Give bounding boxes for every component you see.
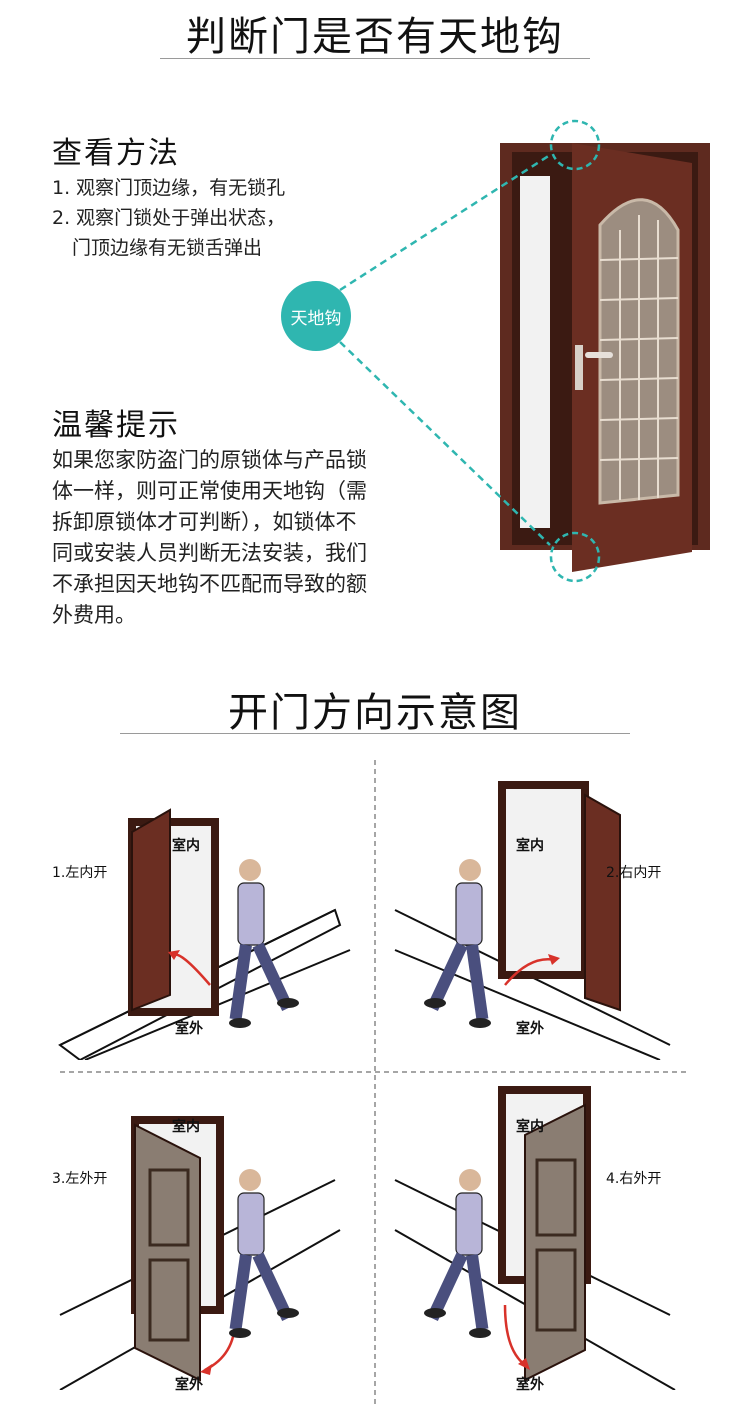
title-divider bbox=[160, 58, 590, 59]
tip-line: 外费用。 bbox=[52, 603, 136, 627]
method-heading: 查看方法 bbox=[52, 136, 180, 171]
person bbox=[424, 859, 491, 1028]
grille bbox=[599, 215, 679, 500]
top-hook-circle bbox=[549, 119, 601, 171]
tip-line: 体一样，则可正常使用天地钩（需 bbox=[52, 479, 367, 503]
outdoor-label-1: 室外 bbox=[175, 1021, 203, 1037]
section-divider bbox=[120, 733, 630, 734]
outdoor-label-3: 室外 bbox=[175, 1377, 203, 1393]
door-handle bbox=[585, 352, 613, 358]
scene-right-outward bbox=[394, 1086, 676, 1390]
step-2: 2. 观察门锁处于弹出状态， bbox=[52, 207, 286, 229]
scene-left-outward bbox=[59, 1116, 341, 1390]
label-left-outward: 3.左外开 bbox=[52, 1171, 108, 1187]
door-leaf bbox=[584, 793, 621, 1012]
tip-line: 同或安装人员判断无法安装，我们 bbox=[52, 541, 367, 565]
label-left-inward: 1.左内开 bbox=[52, 865, 108, 881]
indoor-label-1: 室内 bbox=[172, 838, 200, 854]
door-frame bbox=[498, 781, 589, 979]
tip-heading: 温馨提示 bbox=[52, 408, 180, 443]
door-opening bbox=[520, 176, 550, 528]
section-title: 开门方向示意图 bbox=[228, 690, 522, 736]
indoor-label-4: 室内 bbox=[516, 1119, 544, 1135]
indoor-label-3: 室内 bbox=[172, 1119, 200, 1135]
label-right-inward: 2.右内开 bbox=[606, 865, 662, 881]
door-leaf bbox=[524, 1103, 586, 1382]
swing-arrow bbox=[503, 1304, 526, 1366]
door-illustration bbox=[339, 119, 710, 583]
connector-top bbox=[339, 153, 551, 292]
scene-right-inward bbox=[394, 781, 671, 1060]
indoor-label-2: 室内 bbox=[516, 838, 544, 854]
tip-line: 不承担因天地钩不匹配而导致的额 bbox=[52, 572, 367, 596]
person bbox=[424, 1169, 491, 1338]
quadrant-grid bbox=[60, 760, 690, 1405]
hook-badge: 天地钩 bbox=[281, 281, 351, 351]
lock-body bbox=[575, 345, 583, 390]
door-leaf bbox=[134, 1123, 201, 1382]
label-right-outward: 4.右外开 bbox=[606, 1171, 662, 1187]
scene-left-inward bbox=[58, 808, 351, 1060]
bottom-hook-circle bbox=[549, 531, 601, 583]
outdoor-label-4: 室外 bbox=[516, 1377, 544, 1393]
door-leaf bbox=[131, 808, 171, 1012]
person bbox=[229, 1169, 299, 1338]
tip-text: 如果您家防盗门的原锁体与产品锁 体一样，则可正常使用天地钩（需 拆卸原锁体才可判… bbox=[52, 445, 412, 631]
person bbox=[229, 859, 299, 1028]
page-title: 判断门是否有天地钩 bbox=[186, 14, 564, 60]
connector-bottom bbox=[339, 341, 551, 546]
step-2-cont: 门顶边缘有无锁舌弹出 bbox=[72, 237, 263, 259]
tip-line: 如果您家防盗门的原锁体与产品锁 bbox=[52, 448, 367, 472]
outdoor-label-2: 室外 bbox=[516, 1021, 544, 1037]
tip-line: 拆卸原锁体才可判断），如锁体不 bbox=[52, 510, 357, 534]
step-1: 1. 观察门顶边缘，有无锁孔 bbox=[52, 177, 286, 199]
